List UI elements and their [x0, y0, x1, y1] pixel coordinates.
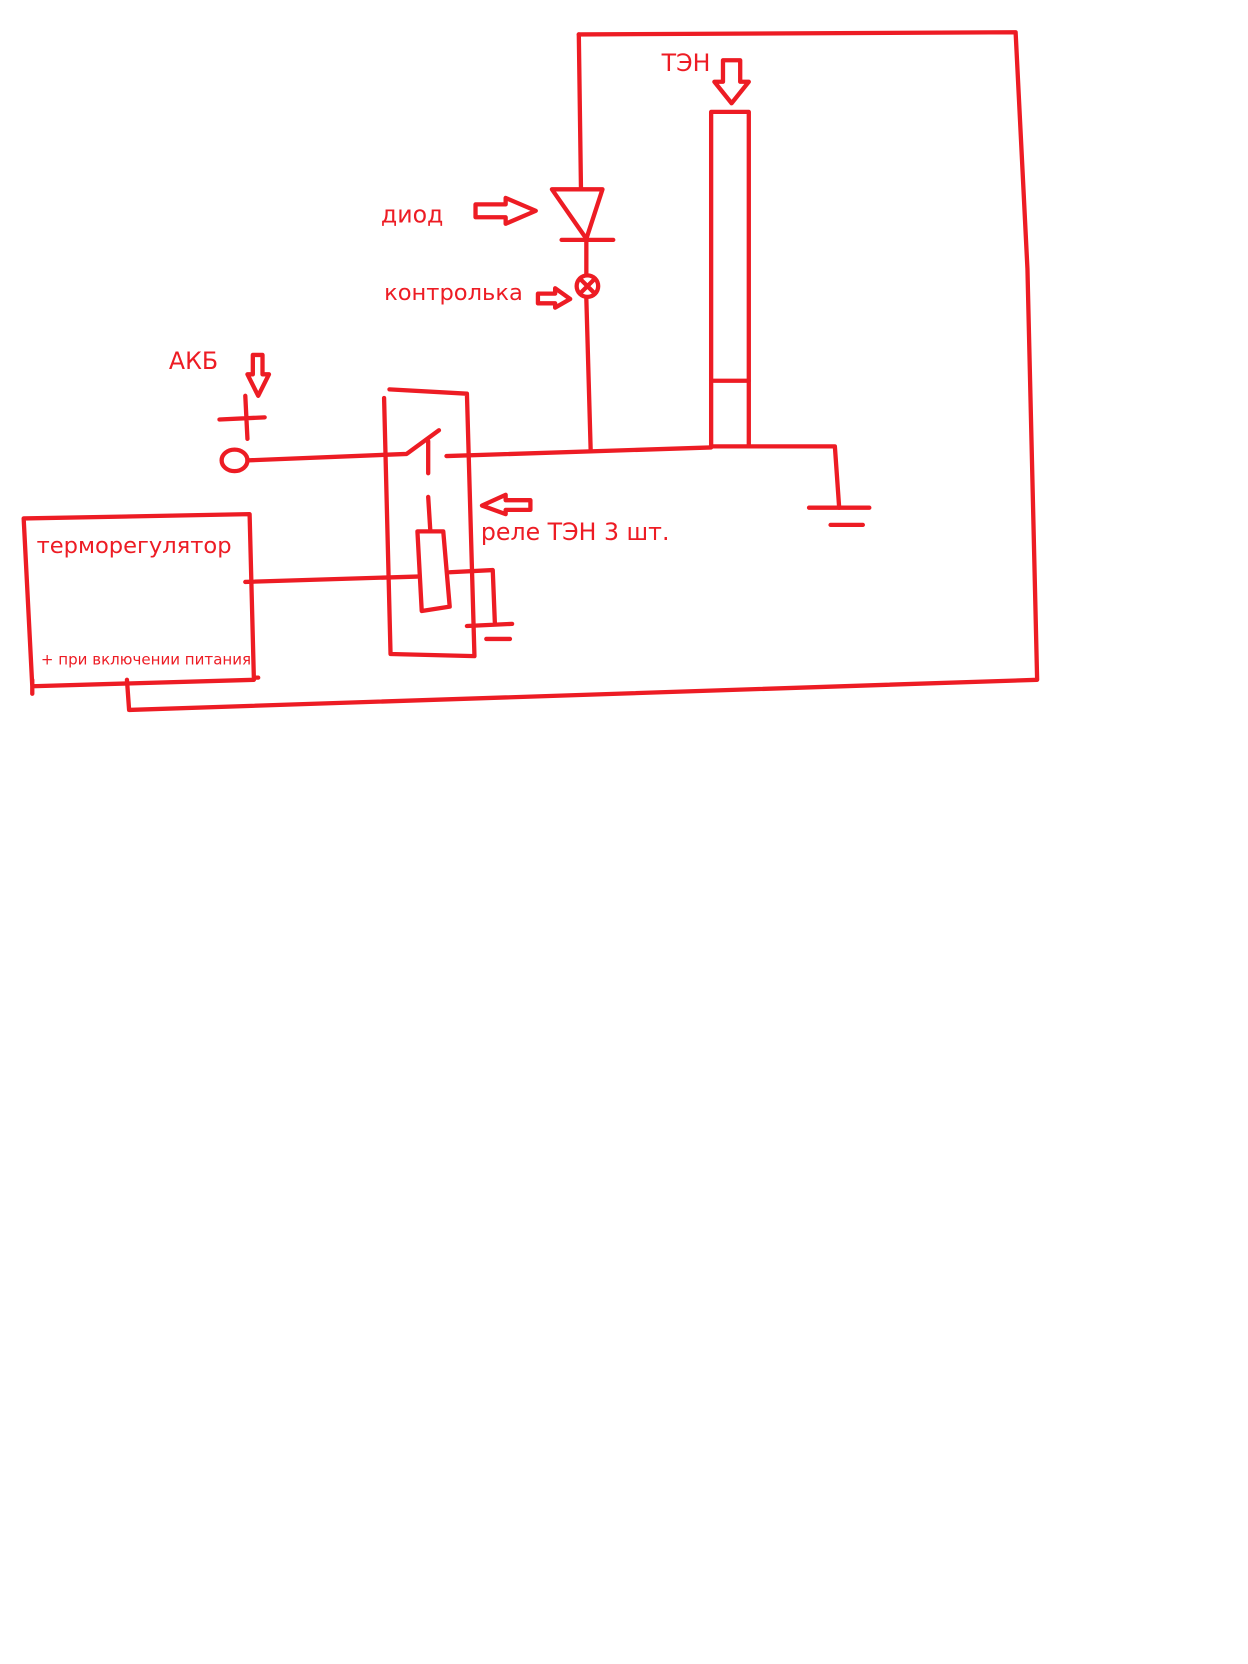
thermostat-label: терморегулятор — [37, 533, 232, 559]
control-wire — [243, 574, 420, 585]
heater-ground-wire — [746, 444, 842, 510]
outer-wire — [124, 30, 1040, 713]
ground-symbol — [806, 505, 872, 528]
thermostat-box — [21, 512, 261, 696]
battery-label: АКБ — [169, 347, 218, 375]
relay-symbol — [381, 387, 515, 659]
lamp-arrow-icon — [535, 286, 573, 310]
battery-terminal — [217, 393, 267, 474]
heater-arrow-icon — [712, 58, 751, 106]
relay-label: реле ТЭН 3 шт. — [481, 518, 670, 546]
supply-wire — [245, 428, 714, 463]
diode-label: диод — [381, 201, 444, 229]
battery-arrow-icon — [245, 352, 272, 398]
diode-symbol — [549, 187, 616, 243]
diode-arrow-icon — [473, 195, 538, 226]
heater-label: ТЭН — [661, 49, 711, 77]
heater-element — [708, 109, 751, 449]
relay-arrow-icon — [479, 492, 533, 517]
diode-branch-wire — [576, 32, 593, 452]
indicator-lamp-label: контролька — [384, 280, 523, 306]
thermostat-note: + при включении питания — [41, 651, 251, 669]
indicator-lamp-symbol — [574, 273, 601, 300]
